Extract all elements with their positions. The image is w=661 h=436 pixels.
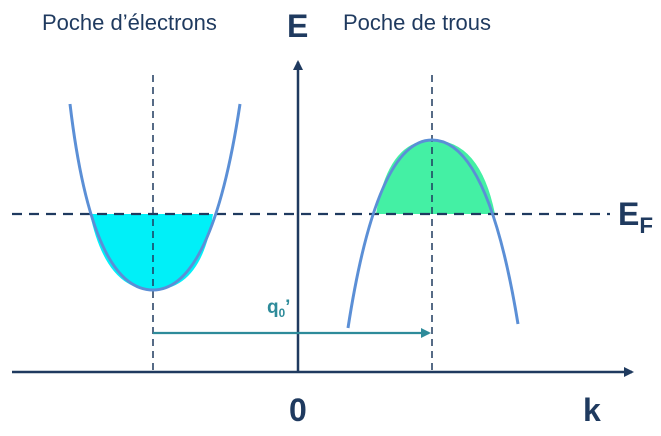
energy-axis-label: E <box>287 8 309 44</box>
nesting-vector-prime: ’ <box>285 297 291 318</box>
nesting-vector-symbol: q <box>267 297 279 318</box>
electron-pocket-fill <box>90 214 213 290</box>
nesting-vector-label: q0’ <box>267 297 290 320</box>
hole-band-curve <box>346 138 520 329</box>
momentum-axis-label: k <box>583 392 601 428</box>
hole-pocket-label: Poche de trous <box>343 10 491 35</box>
fermi-level-symbol: E <box>618 196 640 232</box>
electron-band-curve <box>68 103 242 292</box>
origin-label: 0 <box>289 392 307 428</box>
fermi-level-label: EF <box>618 196 653 239</box>
fermi-level-subscript: F <box>639 212 654 238</box>
electron-pocket-label: Poche d’électrons <box>42 10 217 35</box>
nesting-vector-subscript: 0 <box>278 307 286 321</box>
